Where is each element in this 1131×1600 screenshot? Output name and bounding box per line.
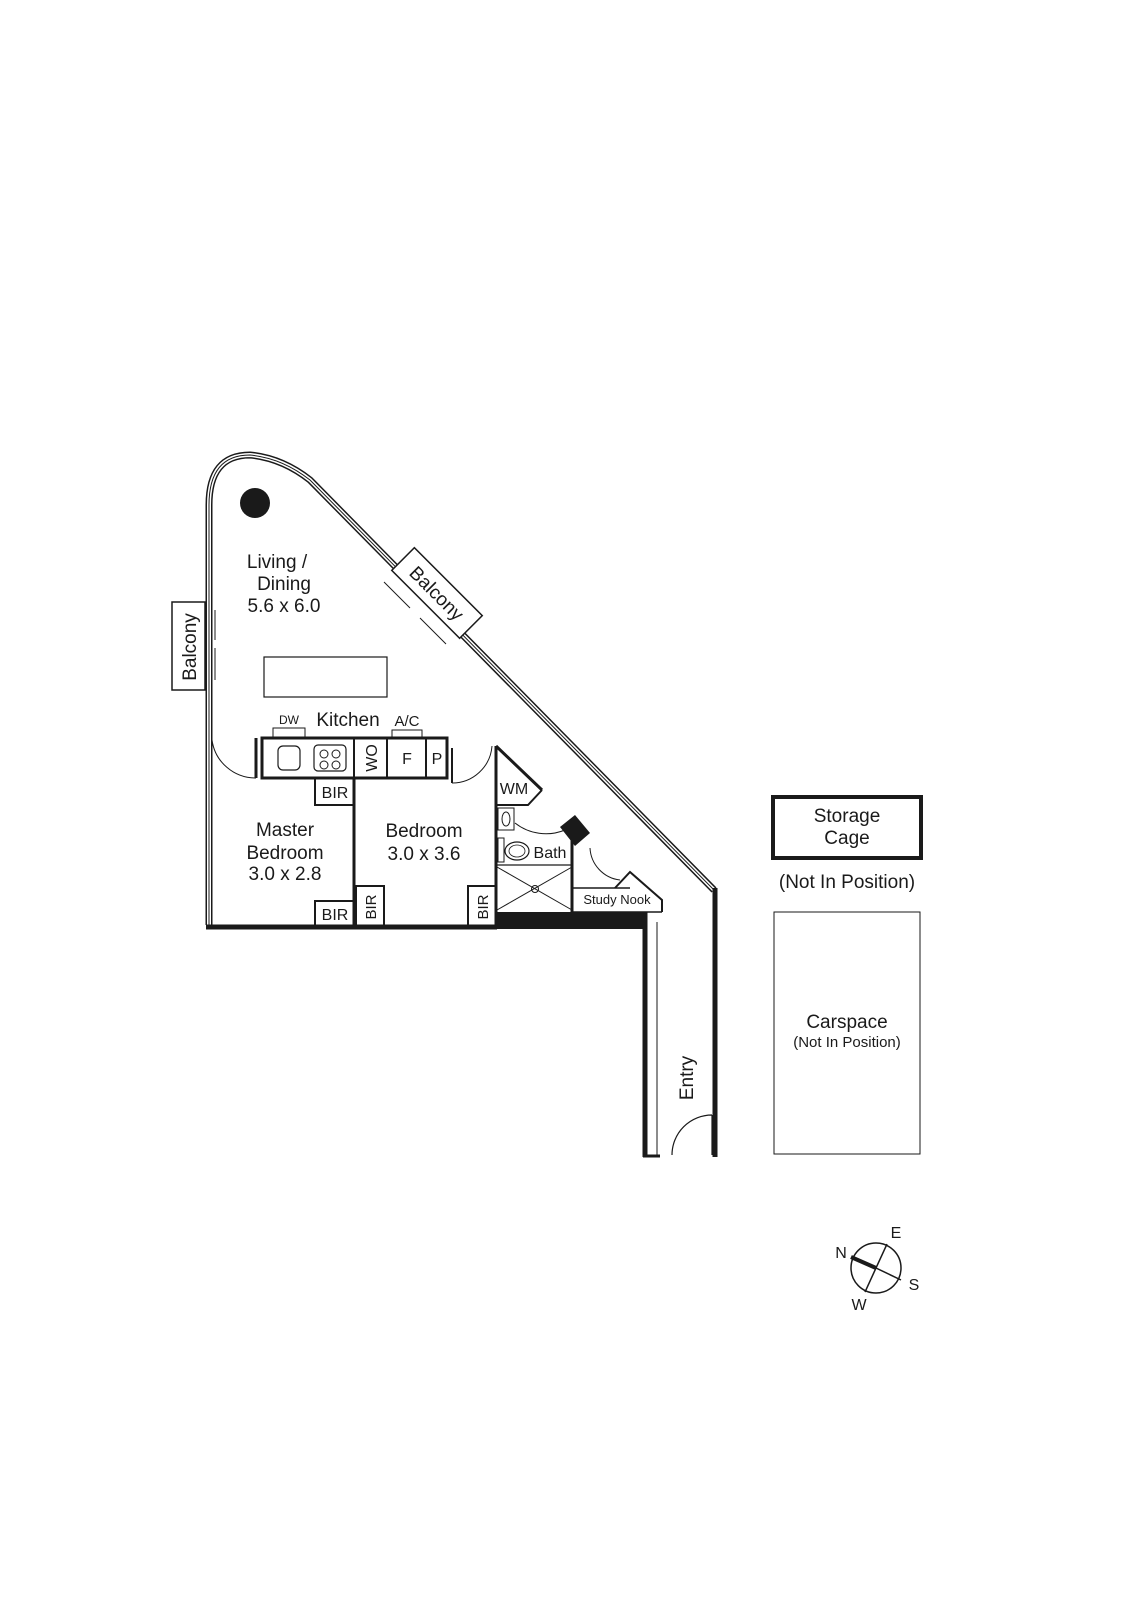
bath-door[interactable] xyxy=(514,822,566,835)
south-walls xyxy=(206,912,660,1158)
bath-label: Bath xyxy=(534,845,567,862)
carspace: Carspace (Not In Position) xyxy=(773,911,921,1155)
master-dims: 3.0 x 2.8 xyxy=(249,864,322,885)
bir-label-2: BIR xyxy=(322,907,349,924)
sink-icon xyxy=(277,745,301,771)
storage-cage: Storage Cage (Not In Position) xyxy=(771,795,923,893)
bathroom: WM Bath Study Nook xyxy=(496,781,651,911)
pantry-label: P xyxy=(432,751,443,768)
room-master-bedroom: Master Bedroom 3.0 x 2.8 BIR BIR xyxy=(246,785,348,924)
living-label-2: Dining xyxy=(257,574,311,595)
bir-label-1: BIR xyxy=(322,785,349,802)
fridge-label: F xyxy=(402,751,412,768)
compass-s: S xyxy=(909,1277,920,1294)
bedroom-dims: 3.0 x 3.6 xyxy=(388,844,461,865)
study-nook-label: Study Nook xyxy=(583,892,651,907)
living-dims: 5.6 x 6.0 xyxy=(248,596,321,617)
ac-label: A/C xyxy=(394,713,419,730)
compass-icon: N E S W xyxy=(835,1225,919,1314)
balcony-west: Balcony xyxy=(171,601,216,691)
kitchen: DW Kitchen A/C WO F P xyxy=(254,710,453,783)
carspace-note: (Not In Position) xyxy=(793,1034,901,1051)
interior-walls xyxy=(314,744,663,928)
room-living-dining: Living / Dining 5.6 x 6.0 xyxy=(247,552,388,698)
dw-label: DW xyxy=(279,713,300,727)
entry-label: Entry xyxy=(677,1055,698,1100)
bedroom-label: Bedroom xyxy=(385,821,462,842)
bir-label-4: BIR xyxy=(475,894,492,919)
shower-icon xyxy=(496,866,573,911)
carspace-label: Carspace xyxy=(806,1012,887,1033)
living-label-1: Living / xyxy=(247,552,308,573)
storage-note: (Not In Position) xyxy=(779,872,915,893)
wm-label: WM xyxy=(500,781,528,798)
basin-icon xyxy=(504,841,530,861)
service-duct xyxy=(560,815,590,846)
bir-label-3: BIR xyxy=(363,894,380,919)
structural-column xyxy=(240,488,270,518)
master-label-2: Bedroom xyxy=(246,843,323,864)
compass-n: N xyxy=(835,1245,847,1262)
cooktop-icon xyxy=(313,744,347,772)
study-door[interactable] xyxy=(589,847,621,881)
sliding-door-arrows xyxy=(383,581,447,645)
kitchen-island xyxy=(263,656,388,698)
master-door[interactable] xyxy=(211,739,257,779)
balcony-west-label: Balcony xyxy=(180,613,201,681)
entry-door[interactable] xyxy=(671,1114,713,1156)
room-bedroom: Bedroom 3.0 x 3.6 BIR BIR xyxy=(363,821,492,920)
wo-label: WO xyxy=(364,744,381,772)
master-label-1: Master xyxy=(256,820,315,841)
outer-wall-glazing xyxy=(205,451,717,925)
toilet-icon xyxy=(497,807,515,831)
compass-e: E xyxy=(891,1225,902,1242)
bedroom-door[interactable] xyxy=(451,745,493,784)
compass-w: W xyxy=(851,1297,867,1314)
storage-label-1: Storage xyxy=(814,806,881,827)
kitchen-label: Kitchen xyxy=(316,710,379,731)
storage-label-2: Cage xyxy=(824,828,869,849)
balcony-diagonal: Balcony xyxy=(390,546,484,640)
